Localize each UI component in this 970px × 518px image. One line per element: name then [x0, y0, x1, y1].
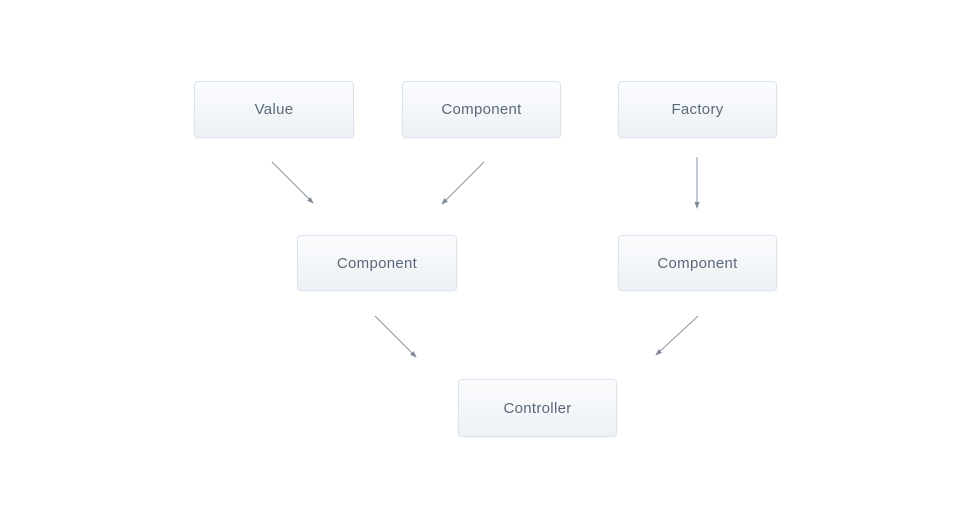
- diagram-node-component-top: Component: [402, 81, 561, 138]
- node-label: Value: [254, 101, 294, 118]
- diagram-node-component-right: Component: [618, 235, 777, 291]
- node-label: Component: [441, 101, 522, 118]
- diagram-node-controller: Controller: [458, 379, 617, 437]
- diagram-node-factory: Factory: [618, 81, 777, 138]
- node-label: Component: [657, 254, 738, 272]
- arrow-value-to-component-left: [271, 161, 314, 204]
- arrow-component-left-to-controller: [374, 315, 417, 358]
- node-label: Controller: [503, 399, 572, 417]
- diagram-node-component-left: Component: [297, 235, 457, 291]
- arrow-component-right-to-controller: [655, 315, 699, 356]
- diagram-node-value: Value: [194, 81, 354, 138]
- node-label: Component: [336, 254, 418, 272]
- arrow-component-top-to-component-left: [441, 161, 485, 205]
- node-label: Factory: [671, 101, 724, 118]
